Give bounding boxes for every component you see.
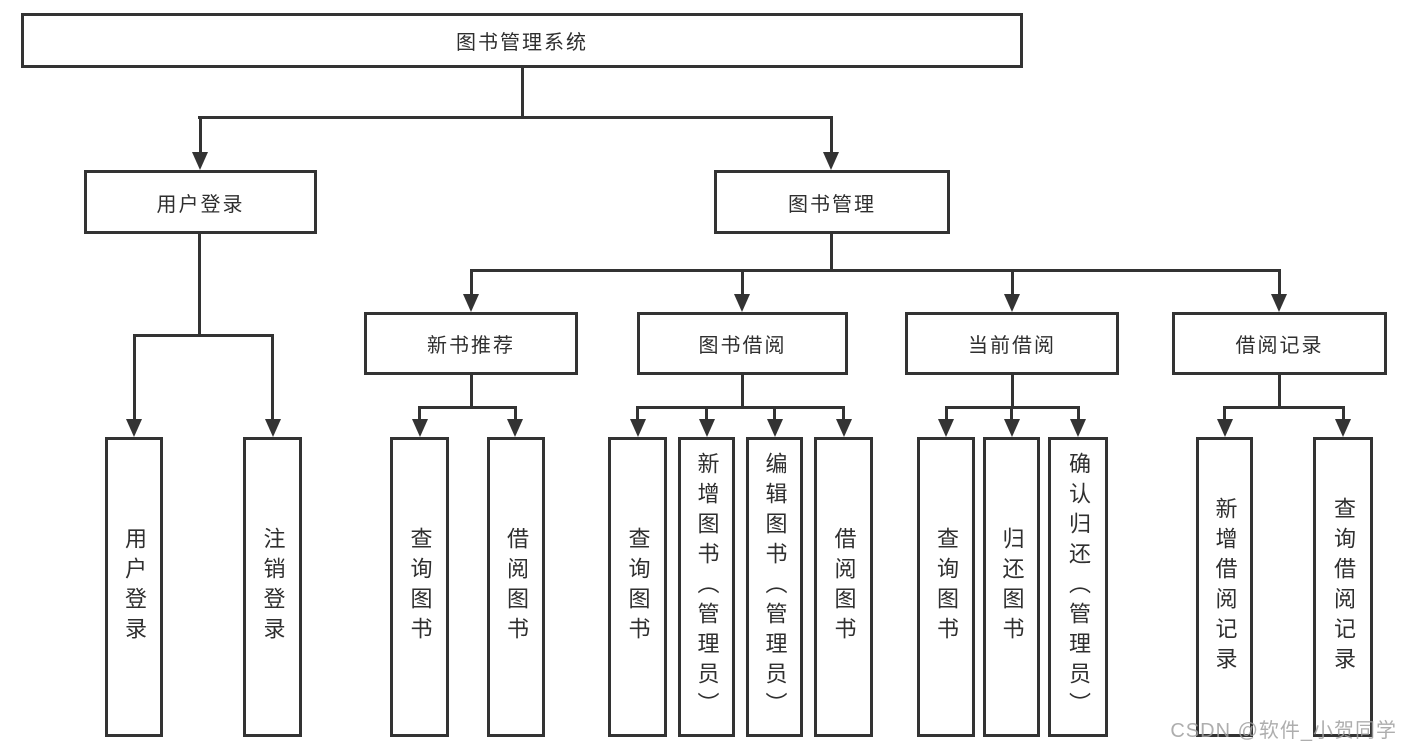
connector-line — [469, 375, 473, 409]
leaf-query-books-2: 查询图书 — [608, 437, 667, 737]
node-current-borrow-label: 当前借阅 — [968, 335, 1056, 357]
node-book-borrow-label: 图书借阅 — [698, 335, 787, 357]
leaf-edit-book-admin-label: 编辑图书（管理员） — [762, 452, 788, 722]
arrow-down-icon — [698, 419, 715, 437]
node-user-login-label: 用户登录 — [156, 193, 245, 216]
leaf-confirm-return-admin-label: 确认归还（管理员） — [1066, 452, 1091, 722]
leaf-add-book-admin-label: 新增图书（管理员） — [694, 452, 720, 722]
arrow-down-icon — [766, 419, 783, 437]
node-book-management-label: 图书管理 — [788, 193, 876, 216]
arrow-down-icon — [823, 152, 839, 170]
connector-line — [198, 117, 202, 152]
connector-line — [1010, 407, 1013, 419]
connector-line — [829, 234, 833, 272]
connector-line — [132, 334, 274, 337]
node-user-login: 用户登录 — [84, 170, 317, 234]
connector-line — [705, 407, 708, 419]
leaf-query-borrow-record: 查询借阅记录 — [1313, 437, 1373, 737]
node-current-borrow: 当前借阅 — [905, 312, 1119, 375]
connector-line — [740, 270, 744, 294]
arrow-down-icon — [264, 419, 281, 437]
connector-line — [132, 335, 136, 419]
arrow-down-icon — [734, 294, 750, 312]
leaf-add-borrow-record: 新增借阅记录 — [1196, 437, 1253, 737]
leaf-logout-label: 注销登录 — [260, 527, 286, 647]
arrow-down-icon — [192, 152, 208, 170]
connector-line — [1223, 407, 1226, 419]
connector-line — [636, 405, 845, 409]
leaf-return-book-label: 归还图书 — [999, 527, 1025, 647]
connector-line — [1010, 375, 1014, 409]
node-borrow-records-label: 借阅记录 — [1235, 335, 1324, 357]
arrow-down-icon — [1335, 419, 1351, 437]
node-new-book-recommend-label: 新书推荐 — [427, 335, 515, 357]
node-book-borrow: 图书借阅 — [637, 312, 848, 375]
leaf-add-book-admin: 新增图书（管理员） — [678, 437, 735, 737]
connector-line — [773, 407, 776, 419]
connector-line — [198, 116, 833, 119]
connector-line — [513, 407, 517, 419]
leaf-edit-book-admin: 编辑图书（管理员） — [746, 437, 803, 737]
connector-line — [740, 375, 744, 409]
arrow-down-icon — [1004, 294, 1020, 312]
connector-line — [520, 68, 524, 119]
leaf-user-login: 用户登录 — [105, 437, 163, 737]
arrow-down-icon — [1216, 419, 1233, 437]
connector-line — [1277, 270, 1281, 294]
arrow-down-icon — [463, 294, 479, 312]
arrow-down-icon — [126, 419, 142, 437]
watermark: CSDN @软件_小贺同学 — [1170, 720, 1397, 742]
connector-line — [842, 407, 845, 419]
connector-line — [1010, 270, 1014, 294]
connector-line — [829, 117, 833, 152]
connector-line — [944, 407, 948, 419]
leaf-query-books-3: 查询图书 — [917, 437, 975, 737]
leaf-query-books-3-label: 查询图书 — [934, 527, 959, 647]
leaf-query-books-2-label: 查询图书 — [625, 527, 651, 647]
node-new-book-recommend: 新书推荐 — [364, 312, 578, 375]
node-root: 图书管理系统 — [21, 13, 1023, 68]
connector-line — [1341, 407, 1345, 419]
leaf-query-books-1-label: 查询图书 — [407, 527, 433, 647]
connector-line — [1223, 405, 1345, 409]
leaf-borrow-books-2: 借阅图书 — [814, 437, 873, 737]
leaf-return-book: 归还图书 — [983, 437, 1040, 737]
leaf-borrow-books-1-label: 借阅图书 — [504, 527, 529, 647]
connector-line — [469, 270, 473, 294]
leaf-logout: 注销登录 — [243, 437, 302, 737]
connector-line — [636, 407, 639, 419]
connector-line — [469, 269, 1281, 272]
node-borrow-records: 借阅记录 — [1172, 312, 1387, 375]
connector-line — [197, 234, 201, 337]
connector-line — [1076, 407, 1080, 419]
leaf-query-borrow-record-label: 查询借阅记录 — [1331, 497, 1356, 677]
arrow-down-icon — [507, 419, 523, 437]
arrow-down-icon — [835, 419, 852, 437]
arrow-down-icon — [938, 419, 954, 437]
leaf-borrow-books-2-label: 借阅图书 — [831, 527, 857, 647]
connector-line — [1277, 375, 1281, 409]
connector-line — [417, 405, 517, 409]
leaf-query-books-1: 查询图书 — [390, 437, 449, 737]
arrow-down-icon — [1070, 419, 1086, 437]
node-root-label: 图书管理系统 — [456, 32, 588, 54]
leaf-user-login-label: 用户登录 — [122, 527, 147, 647]
connector-line — [271, 335, 274, 419]
arrow-down-icon — [1003, 419, 1020, 437]
arrow-down-icon — [1271, 294, 1287, 312]
node-book-management: 图书管理 — [714, 170, 950, 234]
arrow-down-icon — [629, 419, 646, 437]
leaf-borrow-books-1: 借阅图书 — [487, 437, 545, 737]
connector-line — [418, 407, 421, 419]
leaf-confirm-return-admin: 确认归还（管理员） — [1048, 437, 1108, 737]
leaf-add-borrow-record-label: 新增借阅记录 — [1212, 497, 1238, 677]
arrow-down-icon — [411, 419, 428, 437]
